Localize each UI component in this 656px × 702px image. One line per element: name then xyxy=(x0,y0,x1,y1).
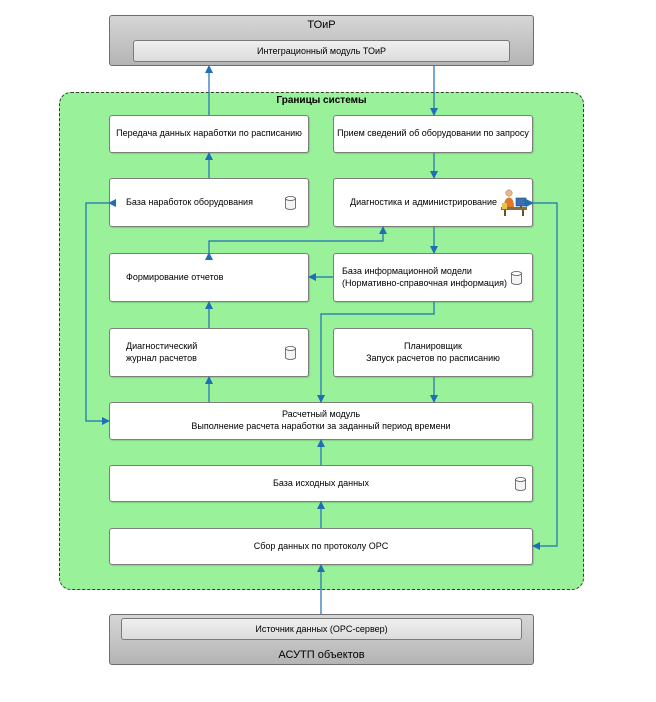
operator-at-workstation-icon xyxy=(501,189,527,216)
opc-collection-node: Сбор данных по протоколу OPC xyxy=(109,528,533,565)
diagnostic-log-db-node: Диагностический журнал расчетов xyxy=(109,328,309,377)
scheduler-label-line2: Запуск расчетов по расписанию xyxy=(366,352,500,363)
info-model-label-line2: (Нормативно-справочная информация) xyxy=(342,277,507,288)
opc-collection-label: Сбор данных по протоколу OPC xyxy=(253,540,389,551)
runtime-db-node: База наработок оборудования xyxy=(109,178,309,227)
diagnostic-log-label-line1: Диагностический xyxy=(126,340,198,351)
scheduler-node: Планировщик Запуск расчетов по расписани… xyxy=(333,328,533,377)
database-icon xyxy=(285,196,296,210)
opc-server-source-label: Источник данных (OPC-сервер) xyxy=(255,624,388,634)
asutp-title: АСУТП объектов xyxy=(278,649,365,661)
arrow-runtimedb-calc-loop xyxy=(85,199,116,425)
diagnostics-admin-node: Диагностика и администрирование xyxy=(333,178,533,227)
runtime-db-label: База наработок оборудования xyxy=(126,196,253,207)
reports-label: Формирование отчетов xyxy=(126,271,224,282)
calculation-module-label-line1: Расчетный модуль xyxy=(281,409,361,420)
scheduler-label-line1: Планировщик xyxy=(404,340,462,351)
source-data-db-node: База исходных данных xyxy=(109,465,533,502)
info-model-label-line1: База информационной модели xyxy=(342,265,472,276)
calculation-module-label-line2: Выполнение расчета наработки за заданный… xyxy=(191,421,451,431)
toir-integration-module: Интеграционный модуль ТОиР xyxy=(133,40,510,62)
transfer-runtime-node: Передача данных наработки по расписанию xyxy=(109,115,309,153)
diagnostics-admin-label: Диагностика и администрирование xyxy=(350,196,498,207)
receive-equipment-label: Прием сведений об оборудовании по запрос… xyxy=(337,128,529,139)
diagnostic-log-label-line2: журнал расчетов xyxy=(126,352,197,363)
opc-server-source: Источник данных (OPC-сервер) xyxy=(121,618,522,640)
arrow-infomodel-to-calc xyxy=(317,302,435,403)
source-data-db-label: База исходных данных xyxy=(272,477,370,488)
system-boundary-title: Границы системы xyxy=(276,95,367,106)
calculation-module-node: Расчетный модуль Выполнение расчета нара… xyxy=(109,402,533,440)
database-icon xyxy=(285,346,296,360)
info-model-db-node: База информационной модели (Нормативно-с… xyxy=(333,253,533,302)
database-icon xyxy=(511,271,522,285)
toir-integration-module-label: Интеграционный модуль ТОиР xyxy=(257,46,386,56)
arrow-diagnostics-opc-loop xyxy=(526,199,558,550)
arrow-reports-diagnostics xyxy=(205,226,387,260)
toir-title: ТОиР xyxy=(307,19,336,31)
transfer-runtime-label: Передача данных наработки по расписанию xyxy=(116,128,302,139)
database-icon xyxy=(515,477,526,491)
